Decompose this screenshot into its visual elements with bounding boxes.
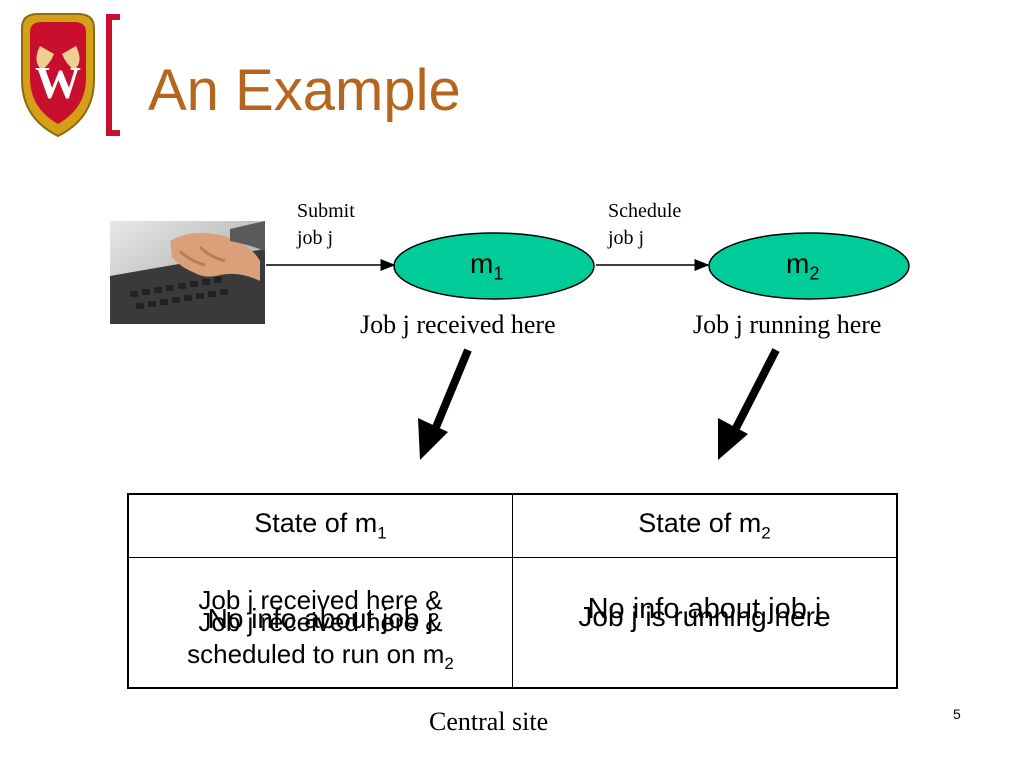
col-header-m1: State of m1 [127,493,513,558]
col-header-m1-sub: 1 [377,523,387,543]
table-row: Job j received here & No info about job … [127,557,898,689]
schedule-label: Schedule job j [608,198,681,252]
table-header-row: State of m1 State of m2 [127,493,898,558]
cell-m2-overlapped-text: No info about job j Job j is running her… [514,563,895,683]
down-arrow-1-shaft [430,348,472,434]
col-header-m1-text: State of m [254,508,378,539]
cell-m2-text-b: Job j is running here [578,600,831,632]
cell-m2-text-a: No info about job j [587,592,822,625]
down-arrow-2-head [718,418,748,460]
submit-label: Submit job j [297,198,355,252]
cell-m2-state: No info about job j Job j is running her… [512,557,898,689]
node-m2-label: m2 [786,248,819,285]
cell-m1-text-d-sub: 2 [444,653,454,673]
node-m2 [708,232,910,300]
central-site-caption: Central site [429,707,549,736]
cell-m1-text-d: scheduled to run on m2 [130,639,511,674]
node-m1-caption: Job j received here [360,310,556,339]
cell-m1-text-d-main: scheduled to run on m [187,638,445,669]
col-header-m2-text: State of m [638,508,762,539]
node-m2-name: m [786,248,810,279]
cell-m1-overlapped-text: Job j received here & No info about job … [130,563,511,683]
page-number: 5 [953,706,961,722]
state-table: State of m1 State of m2 Job j received h… [127,493,898,689]
node-m2-sub: 2 [809,263,820,284]
node-m2-caption: Job j running here [693,310,882,339]
node-m1-label: m1 [470,248,503,285]
svg-text:W: W [35,57,81,108]
submit-label-line1: Submit [297,200,355,222]
cell-m1-text-b: No info about job j [207,602,434,634]
node-m1-sub: 1 [493,263,504,284]
col-header-m2: State of m2 [512,493,898,558]
cell-m1-text-c: Job j received here & [198,606,443,637]
cell-m1-state: Job j received here & No info about job … [127,557,513,689]
cell-m1-text-a: Job j received here & [198,584,443,615]
slide-title: An Example [148,58,461,123]
node-m1 [393,232,595,300]
university-logo: W [14,10,134,140]
crest-icon: W [21,13,120,138]
down-arrow-1-head [418,418,448,460]
schedule-label-line1: Schedule [608,200,682,222]
down-arrow-2-shaft [730,348,780,434]
submit-label-line2: job j [297,227,334,249]
keyboard-photo [110,221,265,324]
col-header-m2-sub: 2 [761,523,771,543]
schedule-label-line2: job j [608,227,645,249]
node-m1-name: m [470,248,494,279]
keyboard-hands-image [110,221,265,324]
